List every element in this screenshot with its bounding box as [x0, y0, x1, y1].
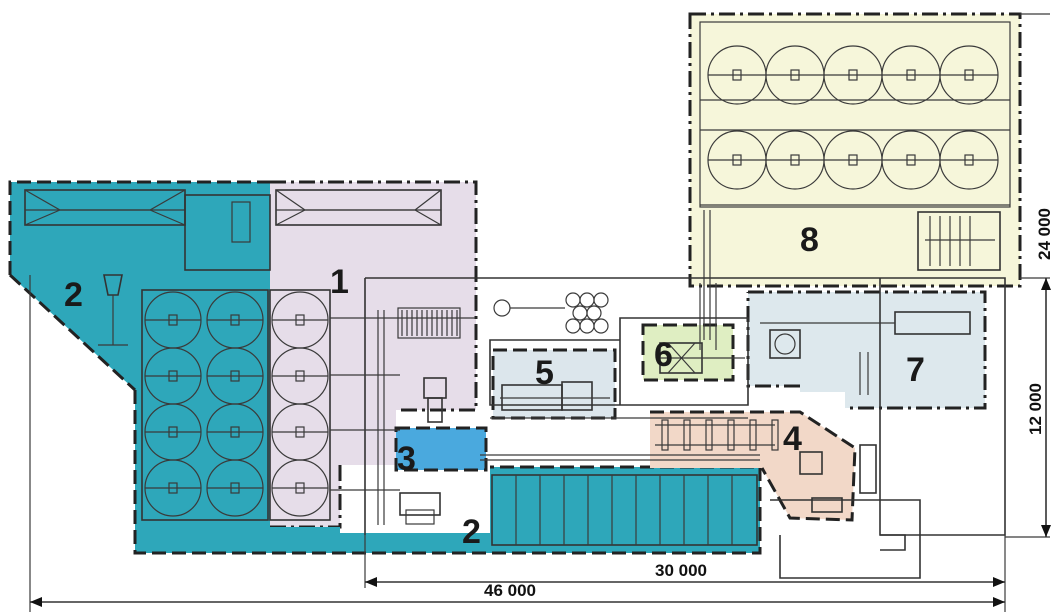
zone-6-border	[641, 323, 735, 382]
zone-8-tank-grid	[699, 21, 1011, 340]
support-post	[771, 419, 779, 451]
zone-5-label: 5	[535, 354, 554, 392]
dim-total-width: 46 000	[484, 581, 536, 600]
tank-icon	[881, 130, 941, 190]
top-conveyor	[24, 189, 442, 271]
zone-2-left-area	[10, 182, 760, 553]
zone-4-equipment	[655, 419, 877, 513]
pipe-bundle	[565, 292, 609, 334]
zone-8-border	[688, 12, 1022, 288]
zone-3-border	[394, 426, 488, 472]
zone-7-area	[748, 292, 985, 408]
zone-7-label: 7	[906, 351, 925, 389]
zone-6-area	[643, 325, 733, 380]
zone-2-left-diagonal	[8, 273, 137, 392]
zone-2-left-label: 2	[64, 276, 83, 314]
zone-1-tank-block	[269, 289, 475, 525]
tank-icon	[939, 45, 999, 105]
support-post	[727, 419, 735, 451]
tank-icon	[206, 459, 264, 517]
zone-4-label: 4	[783, 420, 802, 458]
dimension-lines	[29, 13, 1051, 612]
support-post	[661, 419, 669, 451]
zone-5-area	[493, 350, 615, 418]
annex-outline	[770, 499, 921, 579]
zone-3-area	[396, 428, 486, 470]
dim-partial-width: 30 000	[655, 561, 707, 580]
support-post	[683, 419, 691, 451]
dim-height-upper: 24 000	[1035, 208, 1054, 260]
tank-icon	[144, 459, 202, 517]
zone-8-area	[690, 14, 1020, 286]
dim-height-lower: 12 000	[1026, 383, 1045, 435]
zone-3-label: 3	[397, 440, 416, 478]
zone-6-label: 6	[654, 336, 673, 374]
zone-4-border	[650, 410, 857, 522]
zone-1-area	[270, 182, 476, 527]
support-post	[705, 419, 713, 451]
zone-2-bottom-label: 2	[462, 513, 481, 551]
bottom-tank-row	[399, 454, 760, 546]
tank-icon	[939, 130, 999, 190]
process-equipment	[490, 283, 971, 419]
tank-icon	[271, 459, 329, 517]
left-tank-block	[141, 289, 269, 521]
zone-4-area	[650, 412, 855, 520]
zone-1-label: 1	[330, 263, 349, 301]
zone-8-label: 8	[800, 221, 819, 259]
thickener-2	[98, 274, 128, 346]
support-post	[749, 419, 757, 451]
